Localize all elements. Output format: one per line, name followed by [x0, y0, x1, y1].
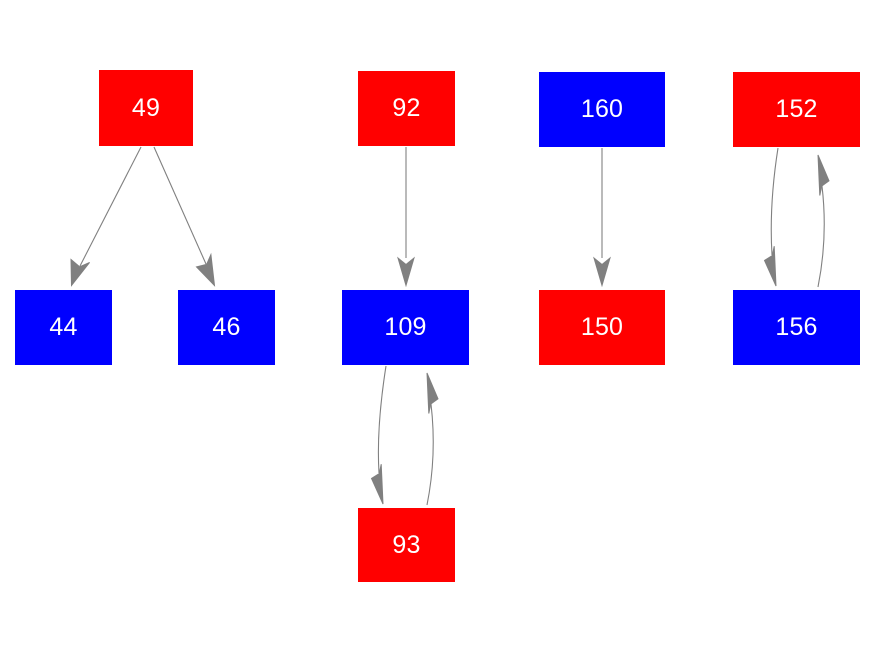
edge-160-to-150	[593, 148, 611, 288]
graph-node-160[interactable]: 160	[539, 72, 665, 147]
edge-152-to-156	[763, 147, 779, 287]
graph-node-92[interactable]: 92	[358, 71, 455, 146]
node-label: 44	[49, 313, 78, 341]
edge-156-to-152	[817, 154, 830, 288]
graph-node-152[interactable]: 152	[733, 72, 860, 147]
graph-node-109[interactable]: 109	[342, 290, 469, 365]
node-label: 46	[212, 313, 241, 341]
graph-node-49[interactable]: 49	[99, 70, 193, 146]
node-label: 49	[131, 93, 161, 122]
edge-92-to-109	[397, 147, 415, 288]
edge-93-to-109	[426, 372, 439, 506]
node-label: 160	[580, 95, 624, 123]
node-label: 150	[580, 313, 624, 341]
graph-node-150[interactable]: 150	[539, 290, 665, 365]
edge-49-to-44	[70, 146, 142, 287]
node-label: 156	[775, 313, 818, 341]
edge-49-to-46	[153, 146, 216, 287]
node-label: 152	[775, 95, 818, 123]
graph-node-46[interactable]: 46	[178, 290, 275, 365]
graph-node-156[interactable]: 156	[733, 290, 860, 365]
node-label: 92	[392, 94, 421, 122]
graph-node-44[interactable]: 44	[15, 290, 112, 365]
edge-109-to-93	[370, 365, 387, 505]
node-label: 93	[392, 530, 421, 559]
node-label: 109	[384, 313, 427, 341]
graph-node-93[interactable]: 93	[358, 508, 455, 582]
